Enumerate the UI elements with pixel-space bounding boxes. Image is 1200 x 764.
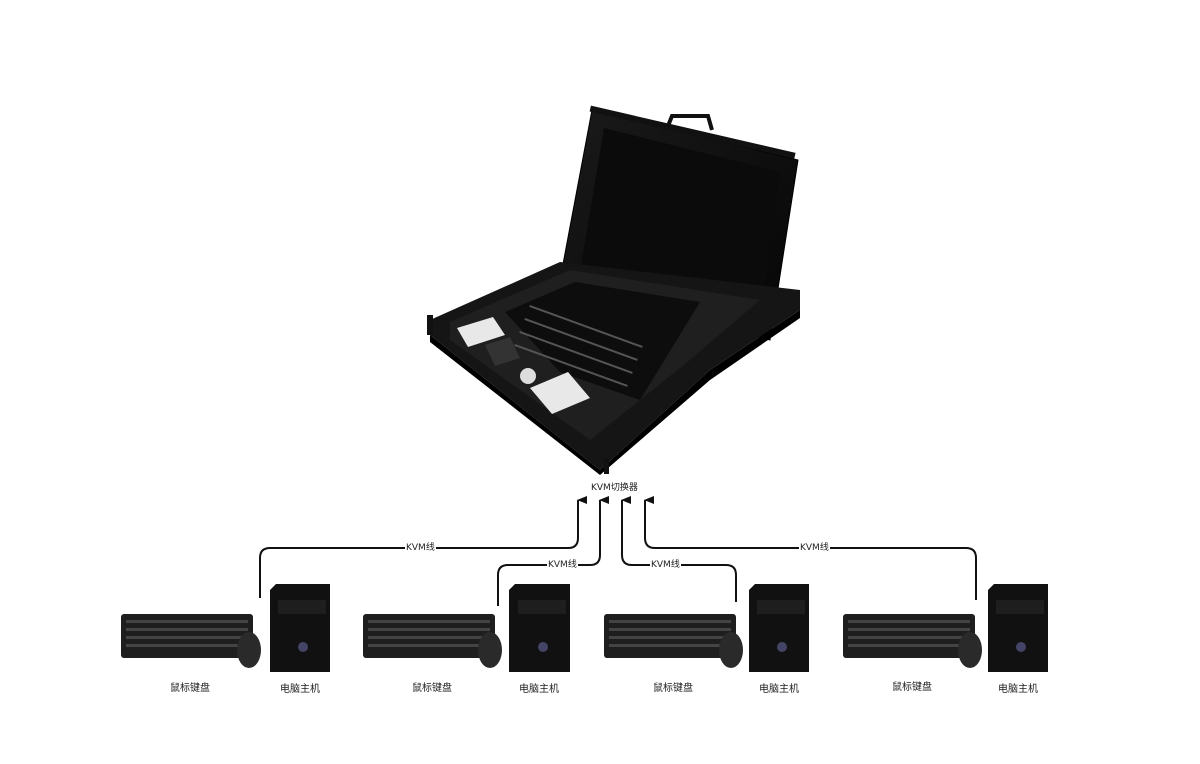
station-1 <box>121 584 330 672</box>
pc-tower-icon <box>988 584 1048 672</box>
mouse-icon <box>237 632 261 668</box>
pc-label-2: 电脑主机 <box>519 684 559 695</box>
keyboard-label-4: 鼠标键盘 <box>892 682 932 693</box>
pc-label-1: 电脑主机 <box>280 684 320 695</box>
station-2 <box>363 584 570 672</box>
cable-label-4: KVM线 <box>799 543 830 553</box>
keyboard-label-2: 鼠标键盘 <box>412 683 452 694</box>
pc-tower-icon <box>270 584 330 672</box>
mouse-icon <box>719 632 743 668</box>
pc-tower-icon <box>509 584 570 672</box>
kvm-cables <box>259 496 977 606</box>
mouse-icon <box>958 632 982 668</box>
cable-label-3: KVM线 <box>650 560 681 570</box>
pc-label-3: 电脑主机 <box>759 684 799 695</box>
keyboard-label-3: 鼠标键盘 <box>653 683 693 694</box>
cable-label-1: KVM线 <box>405 543 436 553</box>
station-3 <box>604 584 809 672</box>
kvm-switch-label: KVM切换器 <box>590 483 639 493</box>
kvm-console-image <box>427 105 800 475</box>
keyboard-label-1: 鼠标键盘 <box>170 683 210 694</box>
pc-label-4: 电脑主机 <box>998 684 1038 695</box>
pc-tower-icon <box>749 584 809 672</box>
station-4 <box>843 584 1048 672</box>
mouse-icon <box>478 632 502 668</box>
cable-label-2: KVM线 <box>547 560 578 570</box>
